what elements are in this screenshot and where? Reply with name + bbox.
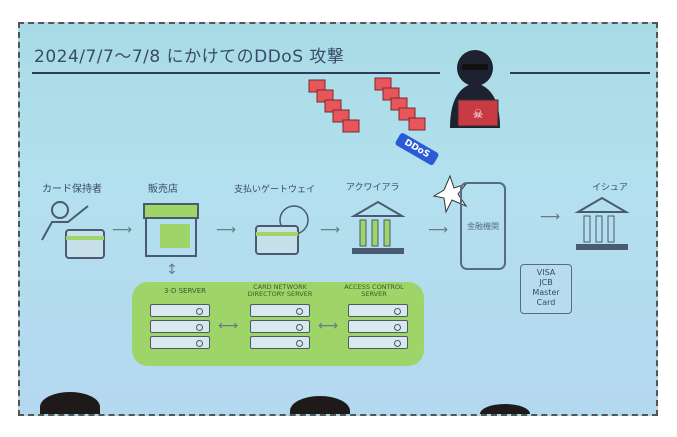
server-3d-icon [150, 304, 210, 352]
slide-title: 2024/7/7〜7/8 にかけてのDDoS 攻撃 [34, 47, 345, 67]
card-brands-box: VISA JCB Master Card [520, 264, 572, 314]
arrow-icon: ⟶ [216, 222, 237, 238]
bidirectional-arrow-icon: ⟷ [218, 318, 239, 334]
label-issuer: イシュア [592, 183, 628, 193]
brand-jcb: JCB [539, 278, 553, 287]
title-underline [32, 72, 440, 74]
cardholder-icon [41, 201, 105, 259]
server-directory-icon [250, 304, 310, 352]
label-cardholder: カード保持者 [42, 184, 102, 195]
server-label-acs: ACCESS CONTROL SERVER [344, 283, 404, 298]
brand-card: Card [536, 298, 556, 307]
issuer-bank-icon [574, 196, 630, 250]
botnet-laptops-icon [308, 77, 426, 133]
server-panel: 3-D SERVER CARD NETWORK DIRECTORY SERVER… [132, 282, 424, 366]
arrow-icon: ⟶ [540, 209, 561, 225]
label-acquirer: アクワイアラ [346, 183, 400, 193]
server-label-directory: CARD NETWORK DIRECTORY SERVER [247, 283, 313, 298]
slide-photo: 2024/7/7〜7/8 にかけてのDDoS 攻撃 ☠ DDoS カード保持者 … [18, 22, 658, 416]
audience-head [290, 396, 350, 414]
audience-head [40, 392, 100, 414]
server-acs-icon [348, 304, 408, 352]
hacker-icon: ☠ [450, 50, 500, 128]
store-icon [143, 203, 199, 257]
bidirectional-arrow-icon: ⟷ [318, 318, 339, 334]
label-store: 販売店 [148, 184, 178, 195]
arrow-icon: ⟶ [320, 222, 341, 238]
acquirer-bank-icon [350, 200, 406, 254]
brand-master: Master [532, 288, 560, 297]
label-gateway: 支払いゲートウェイ [234, 185, 316, 195]
svg-text:☠: ☠ [473, 107, 484, 121]
server-label-3d: 3-D SERVER [163, 287, 207, 295]
audience-head [480, 404, 530, 414]
arrow-icon: ⟶ [428, 222, 449, 238]
arrow-icon: ↕ [166, 262, 178, 278]
arrow-icon: ⟶ [112, 222, 133, 238]
financial-institution-box: 金融機関 [460, 182, 506, 270]
brand-visa: VISA [536, 268, 556, 277]
title-underline-right [510, 72, 650, 74]
payment-gateway-icon [255, 205, 309, 255]
